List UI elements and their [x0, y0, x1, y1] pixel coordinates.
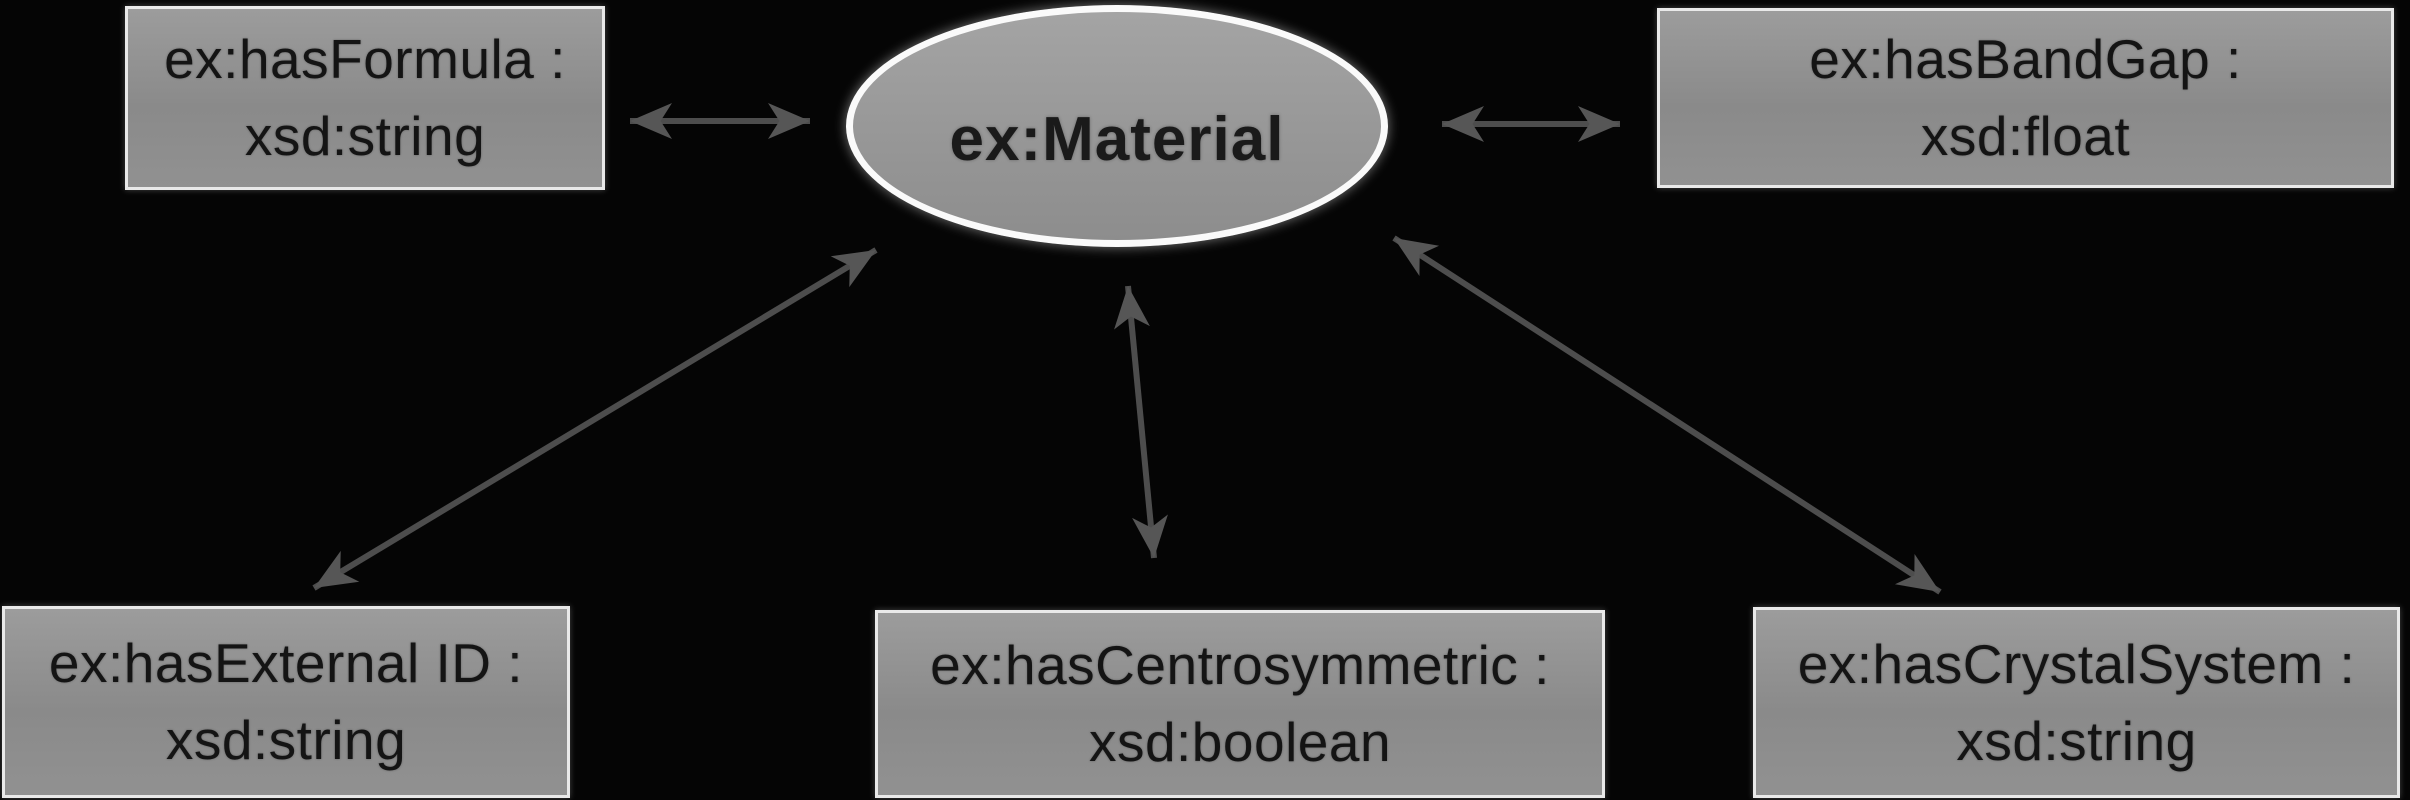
- arrow-has-external-id: [312, 247, 878, 591]
- arrow-has-crystal-system: [1392, 235, 1942, 595]
- property-name-label: ex:hasExternal ID :: [48, 632, 524, 694]
- property-name-label: ex:hasBandGap :: [1809, 28, 2242, 90]
- property-node-has-band-gap: ex:hasBandGap : xsd:float: [1657, 8, 2394, 188]
- property-datatype-label: xsd:boolean: [1088, 711, 1392, 773]
- property-node-has-centrosymmetric: ex:hasCentrosymmetric : xsd:boolean: [875, 610, 1605, 798]
- property-name-label: ex:hasCentrosymmetric :: [930, 634, 1550, 696]
- property-datatype-label: xsd:float: [1920, 105, 2131, 167]
- class-node-material: ex:Material: [846, 5, 1388, 247]
- property-datatype-label: xsd:string: [244, 105, 486, 167]
- property-node-has-external-id: ex:hasExternal ID : xsd:string: [2, 606, 570, 798]
- property-datatype-label: xsd:string: [165, 709, 407, 771]
- property-datatype-label: xsd:string: [1956, 709, 2197, 772]
- property-name-label: ex:hasCrystalSystem :: [1797, 632, 2356, 695]
- arrow-has-centrosymmetric: [1114, 285, 1168, 559]
- property-node-has-formula: ex:hasFormula : xsd:string: [125, 6, 605, 190]
- property-node-has-crystal-system: ex:hasCrystalSystem : xsd:string: [1753, 607, 2400, 798]
- property-name-label: ex:hasFormula :: [164, 28, 566, 90]
- class-name-label: ex:Material: [949, 104, 1285, 174]
